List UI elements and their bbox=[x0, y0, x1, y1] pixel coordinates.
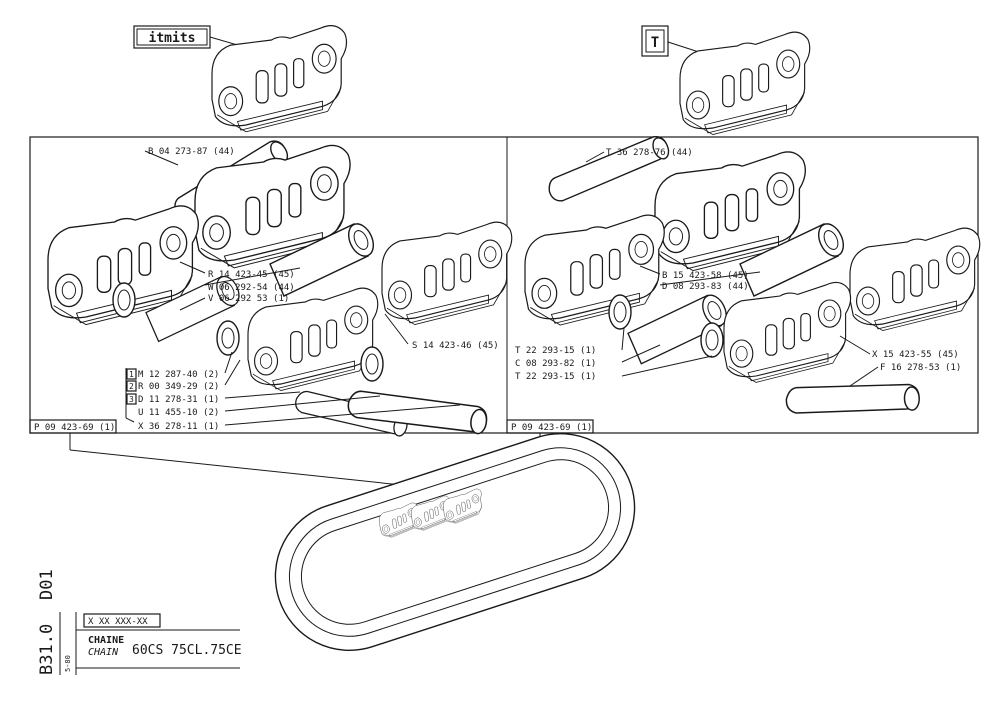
callout-d08: D 08 293-83 (44) bbox=[662, 282, 749, 292]
top-right-link-assembly bbox=[679, 31, 811, 136]
title-block: D01 B31.0 5-80 X XX XXX-XX CHAINE CHAIN … bbox=[37, 569, 242, 675]
callout-b04: B 04 273-87 (44) bbox=[148, 147, 235, 157]
title-fr: CHAINE bbox=[88, 635, 124, 646]
part-number: X XX XXX-XX bbox=[88, 617, 148, 627]
left-panel-parts bbox=[47, 137, 513, 484]
panel-frame bbox=[29, 136, 979, 434]
callout-x36: X 36 278-11 (1) bbox=[138, 422, 219, 432]
right-panel-label: P 09 423-69 (1) bbox=[511, 423, 592, 433]
callout-b15: B 15 423-58 (45) bbox=[662, 271, 749, 281]
track-loop bbox=[274, 432, 636, 652]
group-marker-2: 2 bbox=[129, 382, 134, 391]
callout-s14: S 14 423-46 (45) bbox=[412, 341, 499, 351]
callout-r00: R 00 349-29 (2) bbox=[138, 382, 219, 392]
callout-m12: M 12 287-40 (2) bbox=[138, 370, 219, 380]
right-leader-lines bbox=[585, 151, 879, 387]
doc-code-page: B31.0 bbox=[37, 624, 57, 675]
t-logo-text: T bbox=[651, 35, 659, 51]
callout-f16: F 16 278-53 (1) bbox=[880, 363, 961, 373]
callout-t22-b: T 22 293-15 (1) bbox=[515, 372, 596, 382]
top-left-link-assembly bbox=[211, 25, 348, 133]
t-logo: T bbox=[641, 25, 669, 57]
group-marker-3: 3 bbox=[129, 395, 134, 404]
callout-d11: D 11 278-31 (1) bbox=[138, 395, 219, 405]
callout-t36: T 36 278-76 (44) bbox=[606, 148, 693, 158]
itm-logo: itmits bbox=[133, 25, 211, 49]
group-markers: 1 2 3 bbox=[126, 368, 137, 405]
callout-r14: R 14 423-45 (45) bbox=[208, 270, 295, 280]
model-list: 60CS 75CL.75CE bbox=[132, 643, 242, 658]
callout-t22-a: T 22 293-15 (1) bbox=[515, 346, 596, 356]
itm-logo-text: itmits bbox=[149, 31, 196, 46]
right-panel-parts bbox=[524, 127, 981, 461]
callout-u11: U 11 455-10 (2) bbox=[138, 408, 219, 418]
left-leader-lines bbox=[125, 150, 461, 426]
left-panel-label: P 09 423-69 (1) bbox=[34, 423, 115, 433]
callout-x15: X 15 423-55 (45) bbox=[872, 350, 959, 360]
callout-v06: V 06 292 53 (1) bbox=[208, 294, 289, 304]
doc-date: 5-80 bbox=[64, 655, 72, 672]
group-marker-1: 1 bbox=[129, 370, 134, 379]
title-en: CHAIN bbox=[88, 647, 119, 658]
callout-w06: W 06 292-54 (44) bbox=[208, 283, 295, 293]
callout-c08: C 08 293-82 (1) bbox=[515, 359, 596, 369]
doc-code-section: D01 bbox=[37, 569, 57, 600]
